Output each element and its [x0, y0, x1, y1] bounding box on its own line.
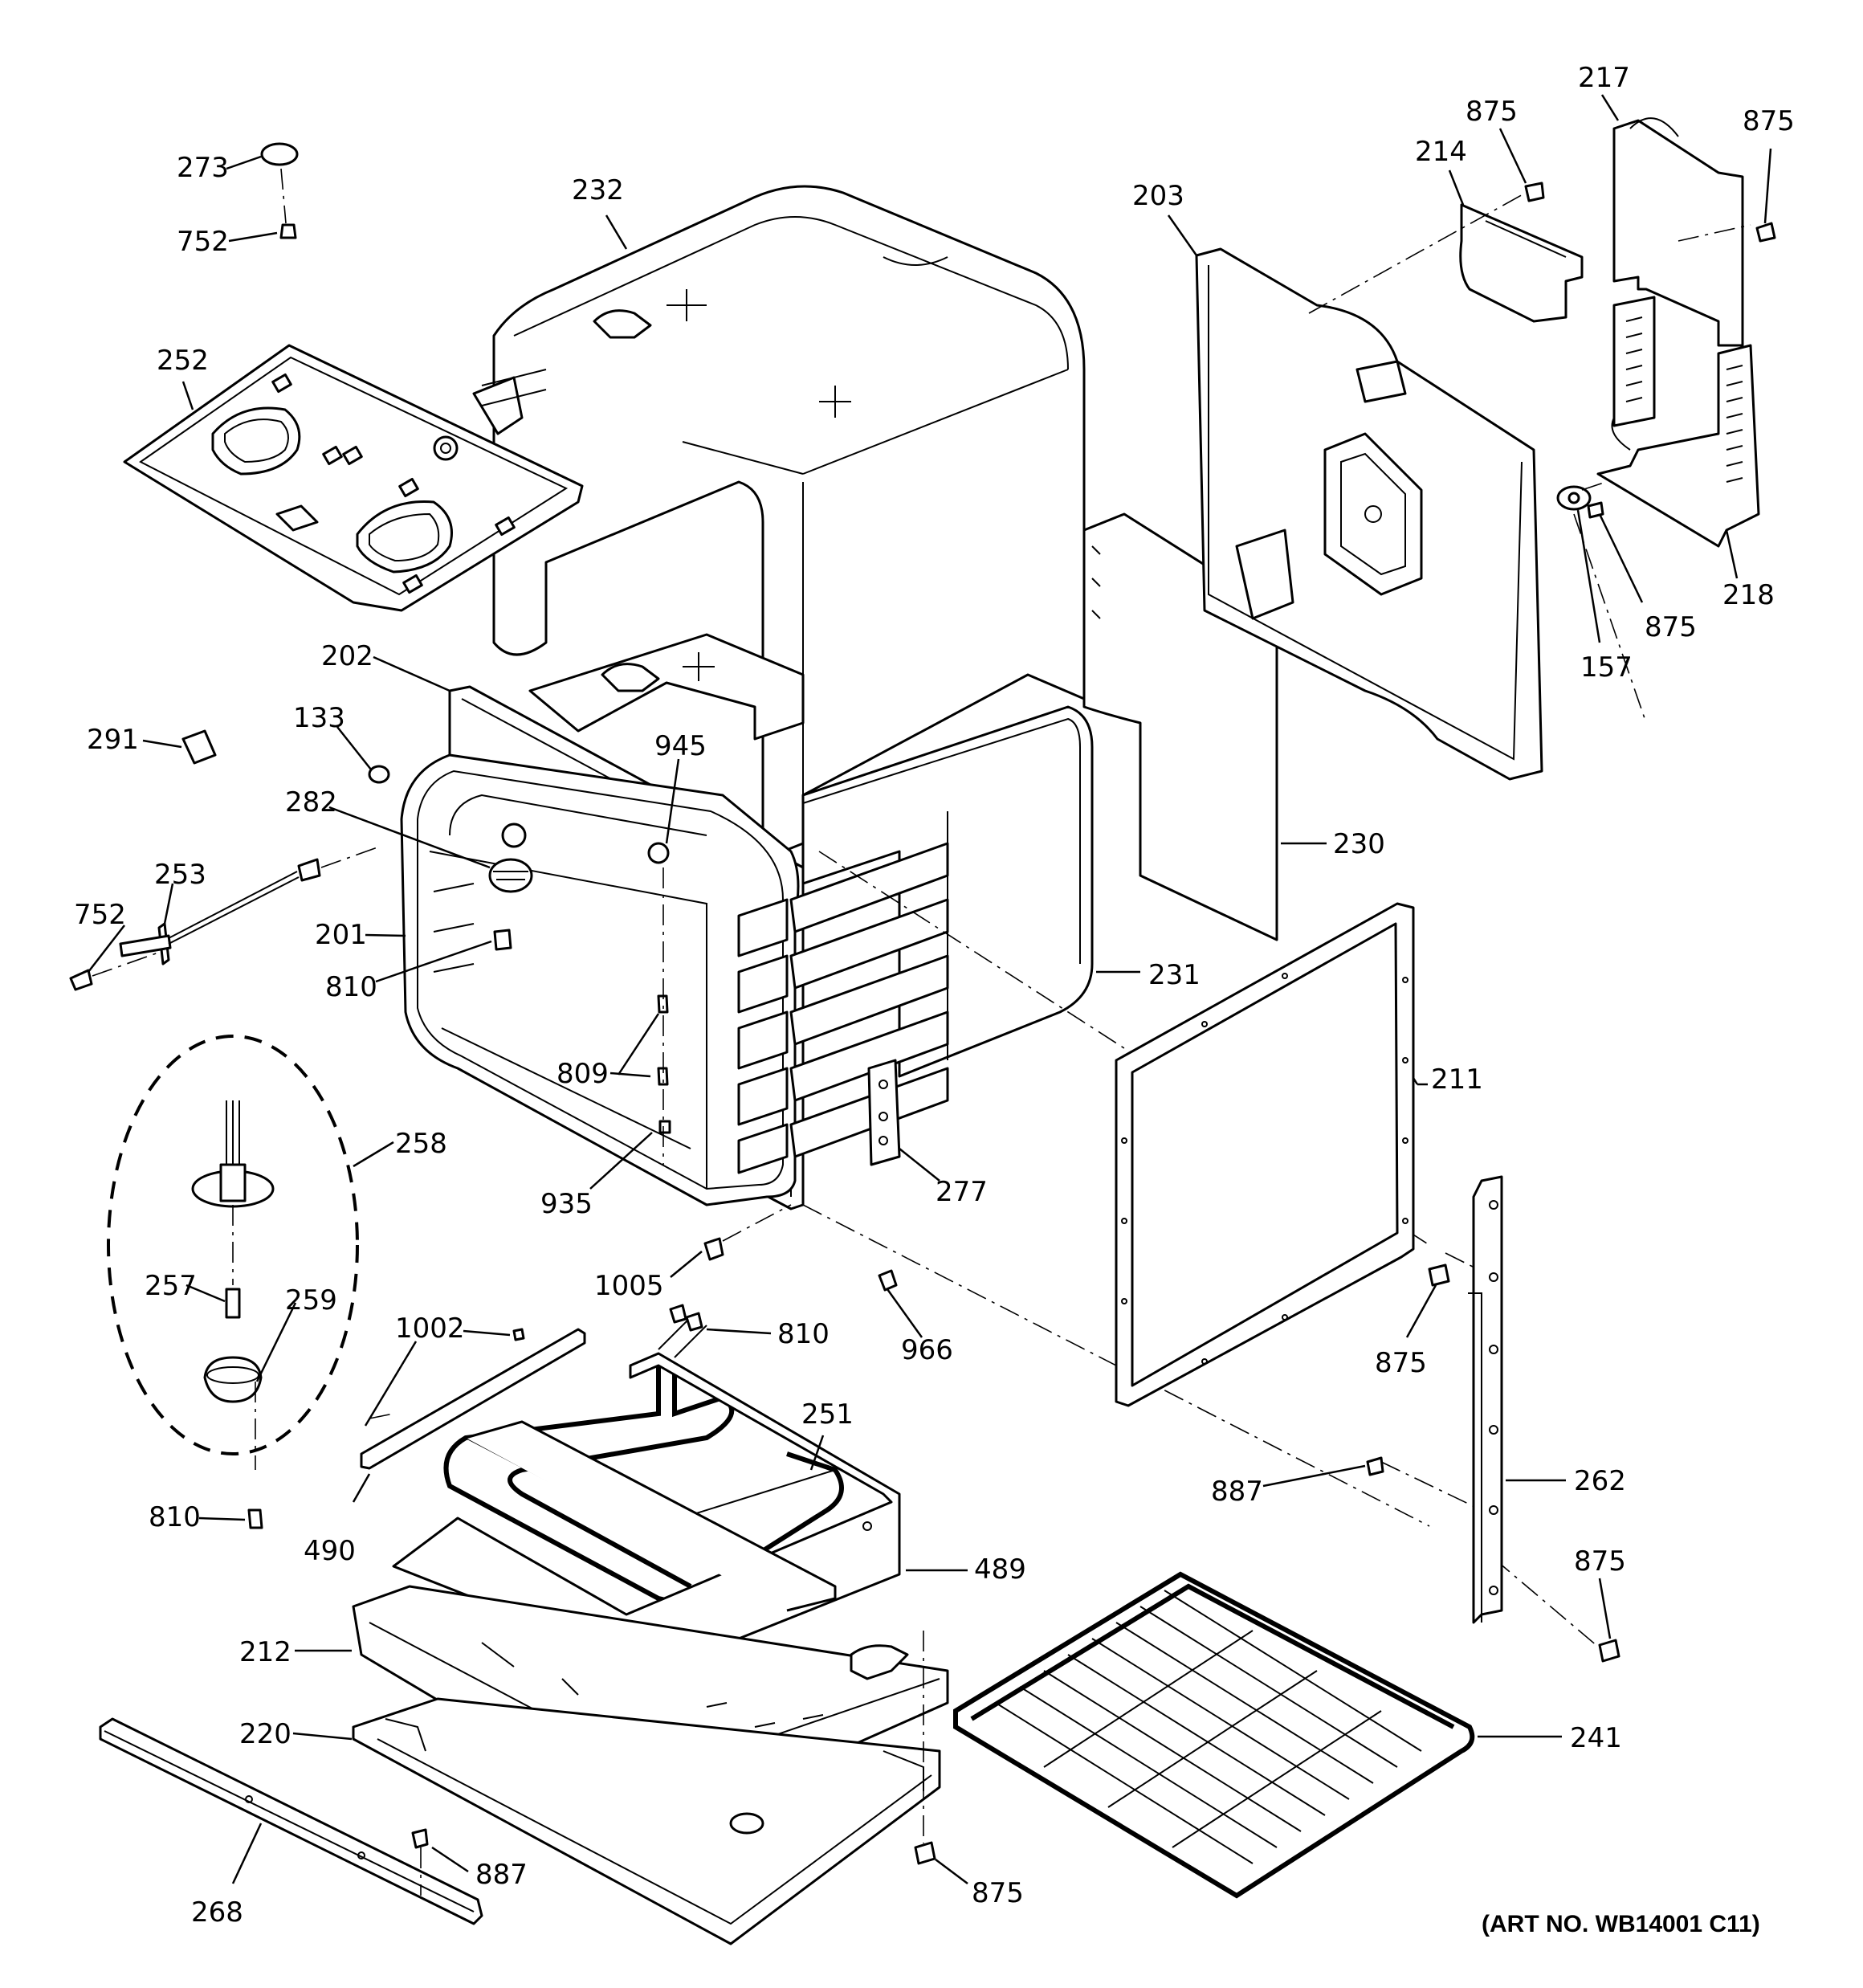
part-220-support-plate	[352, 1697, 941, 1945]
callout-212: 212	[239, 1636, 291, 1668]
part-218-relay-board	[1596, 344, 1760, 548]
callout-1005: 1005	[594, 1270, 664, 1302]
part-262-trim-strip	[1468, 1175, 1503, 1624]
callout-labels: 273 752 232 252 202 133 291 282 945 253 …	[74, 62, 1795, 1937]
part-752-screw-left	[69, 969, 93, 991]
part-241-oven-rack	[953, 1571, 1475, 1899]
callout-273: 273	[177, 152, 229, 184]
callout-810-element: 810	[777, 1318, 830, 1350]
part-253-probe-jack	[119, 858, 321, 965]
part-875-screw-bottom	[914, 1841, 936, 1865]
callout-230: 230	[1333, 828, 1385, 860]
callout-810-light: 810	[149, 1501, 201, 1533]
part-490-strip	[360, 1328, 586, 1470]
part-157-sensor	[1556, 485, 1592, 511]
part-214-bracket	[1459, 203, 1584, 323]
callout-1002: 1002	[395, 1312, 465, 1345]
callout-262: 262	[1574, 1465, 1626, 1497]
part-875-screw-board	[1587, 501, 1604, 519]
callout-875-bottom: 875	[972, 1877, 1024, 1909]
callout-253: 253	[154, 859, 206, 891]
part-rack-rails	[789, 842, 949, 1158]
callout-252: 252	[157, 345, 209, 377]
part-211-gasket	[1115, 902, 1415, 1407]
part-291-clip	[181, 729, 217, 765]
part-875-screw-housing	[1755, 222, 1776, 243]
part-966-clip	[878, 1269, 898, 1292]
callout-251: 251	[801, 1398, 854, 1431]
callout-966: 966	[901, 1334, 953, 1366]
callout-489: 489	[974, 1553, 1026, 1586]
part-875-screw-trim	[1598, 1639, 1620, 1663]
callout-875-trim: 875	[1574, 1545, 1626, 1578]
part-875-screw-bracket	[1524, 182, 1545, 202]
part-489-heat-shield	[392, 1352, 901, 1672]
part-217-control-housing	[1612, 117, 1744, 427]
callout-258: 258	[395, 1128, 447, 1160]
part-273-cap	[260, 142, 299, 166]
callout-241: 241	[1570, 1722, 1622, 1754]
callout-887-bottom: 887	[475, 1859, 528, 1891]
part-258-light-assembly-group	[107, 1035, 359, 1470]
callout-752-top: 752	[177, 226, 229, 258]
callout-220: 220	[239, 1718, 291, 1750]
callout-201: 201	[315, 919, 367, 951]
callout-752-left: 752	[74, 899, 126, 931]
callout-277: 277	[936, 1176, 988, 1208]
part-268-trim-bar	[99, 1717, 483, 1925]
callout-490: 490	[304, 1535, 356, 1567]
part-887-screw-right	[1366, 1456, 1384, 1476]
part-935-screw	[658, 1120, 671, 1134]
callout-211: 211	[1431, 1063, 1483, 1096]
callout-232: 232	[572, 174, 624, 206]
part-277-hinge-bracket	[867, 1059, 901, 1166]
part-752-screw-top	[279, 223, 297, 239]
callout-231: 231	[1148, 959, 1201, 991]
part-810-screw	[493, 929, 512, 951]
part-282-socket	[488, 858, 533, 893]
callout-282: 282	[285, 786, 337, 818]
callout-157: 157	[1580, 651, 1633, 684]
leader-lines	[88, 94, 1772, 1884]
part-945-fitting	[647, 842, 670, 864]
callout-875-gasket: 875	[1375, 1347, 1427, 1379]
callout-875-board: 875	[1645, 611, 1697, 643]
part-809-screws	[657, 994, 669, 1086]
part-252-top-plate	[123, 344, 584, 612]
callout-887-right: 887	[1211, 1476, 1263, 1508]
art-number: (ART NO. WB14001 C11)	[1482, 1911, 1760, 1937]
callout-810-cavity: 810	[325, 971, 377, 1003]
callout-268: 268	[191, 1896, 243, 1929]
part-201-oven-cavity	[400, 753, 800, 1206]
part-203-back-panel	[1195, 247, 1543, 781]
callout-214: 214	[1415, 136, 1467, 168]
callout-133: 133	[293, 702, 345, 734]
callout-809: 809	[556, 1058, 609, 1090]
callout-935: 935	[540, 1188, 593, 1220]
callout-218: 218	[1722, 579, 1775, 611]
callout-202: 202	[321, 640, 373, 672]
callout-257: 257	[145, 1270, 197, 1302]
part-1005-screw	[703, 1237, 724, 1261]
callout-875-housing: 875	[1743, 105, 1795, 137]
part-232-outer-case	[472, 185, 1086, 861]
part-1002-screw	[512, 1328, 525, 1341]
callout-945: 945	[654, 730, 707, 762]
callout-259: 259	[285, 1284, 337, 1316]
part-810-screw-lower-left	[247, 1508, 263, 1529]
part-887-screw-bottom	[411, 1828, 429, 1849]
callout-875-bracket: 875	[1466, 96, 1518, 128]
callout-291: 291	[87, 724, 139, 756]
callout-217: 217	[1578, 62, 1630, 94]
part-133-grommet	[368, 765, 390, 784]
callout-203: 203	[1132, 180, 1184, 212]
part-875-screw-gasket	[1428, 1263, 1450, 1287]
